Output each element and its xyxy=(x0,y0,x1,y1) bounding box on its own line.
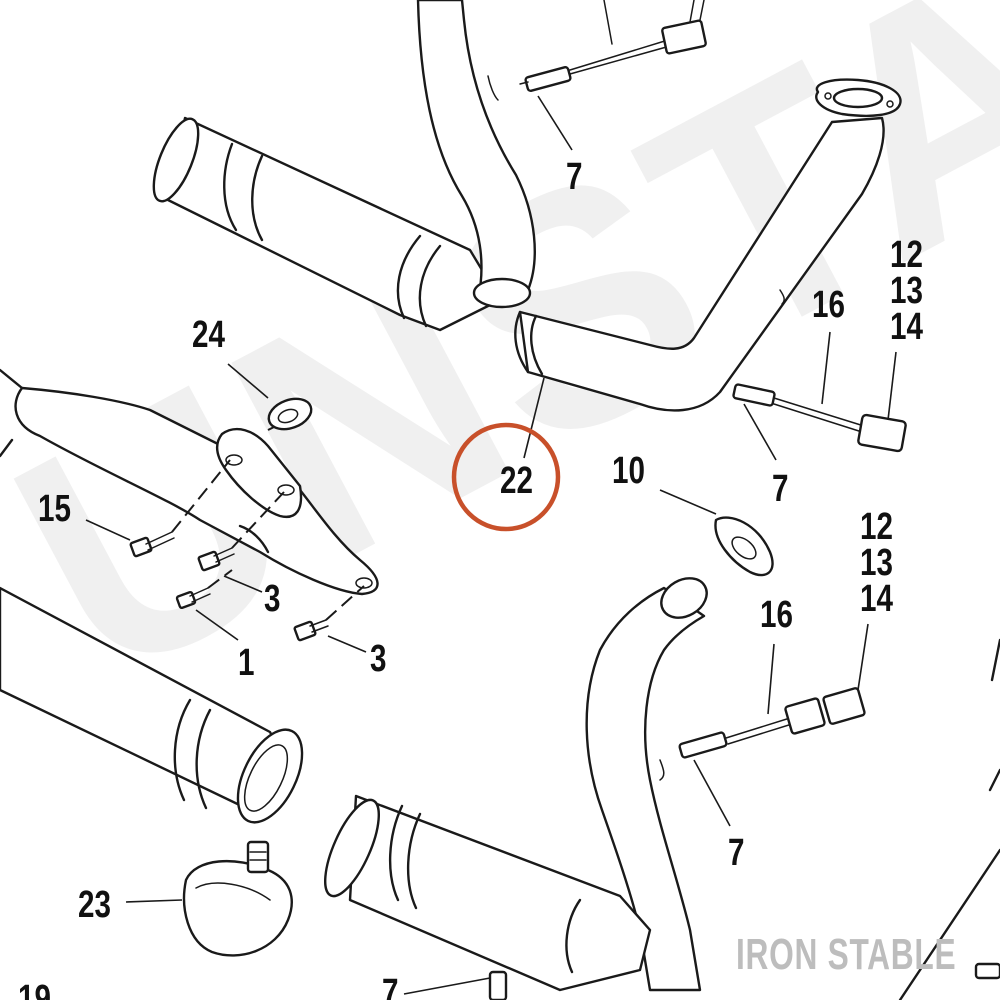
callout-24: 24 xyxy=(192,314,225,356)
upper-muffler-icon xyxy=(152,116,502,332)
callout-7-top: 7 xyxy=(566,156,583,198)
callout-1: 1 xyxy=(238,642,255,684)
callout-7-right-top: 7 xyxy=(772,468,789,510)
rear-header-pipe-icon xyxy=(514,78,902,412)
callout-13-bot: 13 xyxy=(860,542,893,584)
callout-3-a: 3 xyxy=(264,578,281,620)
callout-22: 22 xyxy=(500,460,533,502)
callout-19: 19 xyxy=(18,978,51,1000)
oxygen-sensor-icon xyxy=(732,383,907,453)
clamp-icon xyxy=(182,840,293,957)
callout-14-top: 14 xyxy=(890,306,923,348)
callout-10: 10 xyxy=(612,450,645,492)
callout-7-bottom: 7 xyxy=(382,972,399,1000)
gasket-icon xyxy=(714,516,774,577)
lower-muffler-icon xyxy=(0,586,304,824)
callout-13-top: 13 xyxy=(890,270,923,312)
oxygen-sensor-icon xyxy=(488,962,1000,1000)
muffler-bracket-icon xyxy=(0,368,379,596)
callout-7-right-bot: 7 xyxy=(728,832,745,874)
brand-logo: IRON STABLE xyxy=(736,930,957,979)
callout-12-top: 12 xyxy=(890,234,923,276)
highlight-circle xyxy=(451,422,561,532)
callout-16-bot: 16 xyxy=(760,594,793,636)
front-header-pipe-icon xyxy=(416,0,536,309)
lower-header-pipe-icon xyxy=(585,577,708,992)
bolt-icon xyxy=(129,531,329,642)
callout-3-b: 3 xyxy=(370,638,387,680)
oxygen-sensor-icon xyxy=(519,0,707,92)
callout-23: 23 xyxy=(78,884,111,926)
callout-14-bot: 14 xyxy=(860,578,893,620)
callout-12-bot: 12 xyxy=(860,506,893,548)
lower-right-muffler-icon xyxy=(324,794,652,992)
callout-16-top: 16 xyxy=(812,284,845,326)
grommet-icon xyxy=(267,397,313,431)
oxygen-sensor-icon xyxy=(678,687,866,759)
callout-15: 15 xyxy=(38,488,71,530)
leader-lines xyxy=(85,95,897,995)
